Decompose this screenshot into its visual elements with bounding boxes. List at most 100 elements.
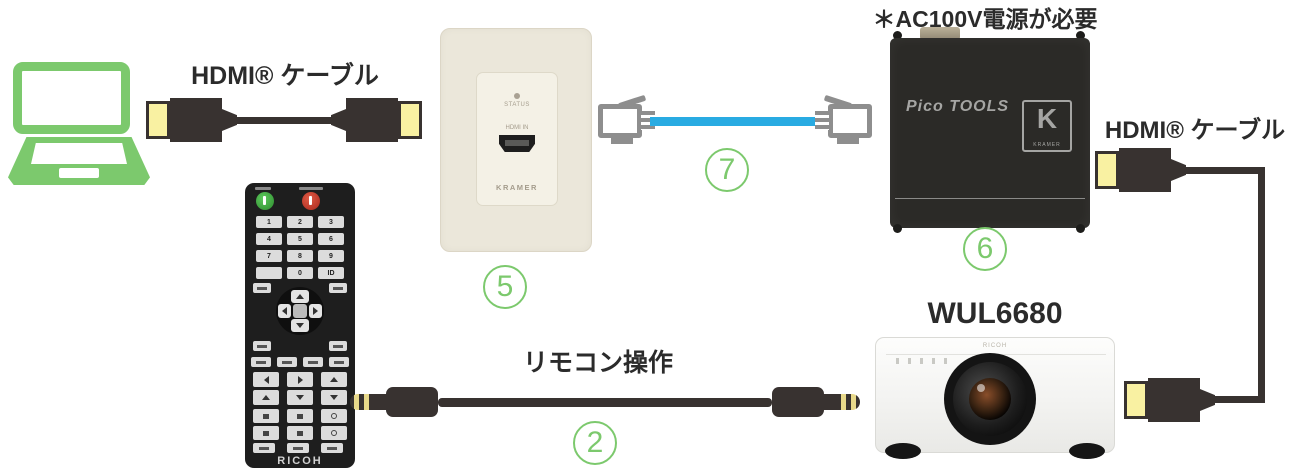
- hdmi-cable-line: [1208, 396, 1265, 403]
- status-label: STATUS: [504, 102, 530, 108]
- hdmi-plug-bottom-icon: [1124, 378, 1215, 422]
- screw-icon: [893, 31, 902, 40]
- kramer-logo-letter: K: [1036, 103, 1058, 134]
- step-badge-extender: 6: [963, 227, 1007, 271]
- remote-button: [321, 390, 347, 405]
- remote-key: 2: [287, 216, 313, 228]
- remote-button: [287, 443, 309, 453]
- laptop-trackpad: [59, 168, 99, 178]
- projector-device: RICOH: [875, 337, 1115, 461]
- remote-label-mark: [299, 187, 323, 190]
- standby-button: [302, 192, 320, 210]
- hdmi-cable-right-label: HDMI® ケーブル: [1104, 117, 1286, 144]
- remote-button: [253, 341, 271, 351]
- foot-icon: [893, 224, 902, 233]
- projector-foot-icon: [1069, 443, 1105, 459]
- remote-button: [329, 341, 347, 351]
- remote-button: [253, 283, 271, 293]
- projector-brand: RICOH: [982, 343, 1008, 349]
- remote-key: ID: [318, 267, 344, 279]
- minijack-plug-icon: [350, 394, 386, 410]
- remote-label-mark: [255, 187, 271, 190]
- hdmi-cable-line: [1258, 167, 1265, 403]
- hdmi-cable-left-label: HDMI® ケーブル: [191, 62, 379, 90]
- hdmi-in-label: HDMI IN: [505, 125, 529, 131]
- remote-key: 0: [287, 267, 313, 279]
- arrow-left-button: [278, 304, 291, 318]
- remote-control-device: 1 2 3 4 5 6 7 8 9 0 ID: [245, 183, 355, 468]
- power-connector-icon: [920, 27, 960, 40]
- remote-key: 8: [287, 250, 313, 262]
- hdmi-cable-line: [237, 116, 331, 124]
- hdmi-plug-icon: [146, 98, 237, 142]
- step-badge-remote-cable: 2: [573, 421, 617, 465]
- remote-button: [321, 372, 347, 387]
- remote-button: [287, 426, 313, 440]
- ac-power-note: ＊AC100V電源が必要: [872, 6, 1098, 32]
- laptop-icon: [8, 55, 150, 190]
- laptop-keyboard: [31, 143, 127, 164]
- rj45-plug-icon: [814, 94, 872, 144]
- remote-button: [287, 409, 313, 423]
- remote-brand: RICOH: [277, 455, 323, 467]
- remote-button: [287, 372, 313, 387]
- kramer-logo-icon: K KRAMER: [1022, 100, 1072, 152]
- remote-key: 1: [256, 216, 282, 228]
- rj45-plug-icon: [598, 94, 656, 144]
- remote-key: 9: [318, 250, 344, 262]
- panel-divider: [895, 198, 1085, 199]
- laptop-screen: [13, 62, 130, 134]
- kramer-logo-brand: KRAMER: [1033, 142, 1061, 148]
- remote-button: [303, 357, 323, 367]
- arrow-right-button: [309, 304, 322, 318]
- remote-operation-label: リモコン操作: [522, 349, 673, 377]
- remote-button: [287, 390, 313, 405]
- remote-button: [277, 357, 297, 367]
- wall-plate-panel: STATUS HDMI IN KRAMER: [476, 72, 558, 206]
- remote-button: [253, 426, 279, 440]
- hdmi-cable-left-icon: [146, 98, 422, 142]
- hdmi-port-icon: [499, 135, 535, 152]
- arrow-down-button: [291, 319, 309, 332]
- indicator-lights-icon: [896, 358, 956, 364]
- remote-key: 4: [256, 233, 282, 245]
- remote-key: 6: [318, 233, 344, 245]
- remote-key: 7: [256, 250, 282, 262]
- remote-button: [321, 443, 343, 453]
- remote-button: [253, 372, 279, 387]
- remote-key: [256, 267, 282, 279]
- remote-button: [251, 357, 271, 367]
- remote-button: [321, 409, 347, 423]
- remote-button: [329, 357, 349, 367]
- enter-button: [293, 304, 307, 318]
- hdmi-plug-icon: [331, 98, 422, 142]
- projector-foot-icon: [885, 443, 921, 459]
- arrow-up-button: [291, 290, 309, 303]
- step-badge-wall-plate: 5: [483, 265, 527, 309]
- projector-model-label: WUL6680: [927, 297, 1063, 330]
- minijack-plug-icon: [824, 394, 860, 410]
- remote-button: [253, 409, 279, 423]
- remote-cable-icon: [350, 384, 860, 420]
- remote-cable-line: [438, 397, 772, 407]
- status-led-icon: [514, 93, 520, 99]
- hdmi-plug-top-icon: [1095, 148, 1186, 192]
- remote-button: [253, 443, 275, 453]
- dpad-icon: [276, 287, 324, 335]
- lan-cable-line: [650, 117, 820, 126]
- remote-button: [253, 390, 279, 405]
- power-on-button: [256, 192, 274, 210]
- hdmi-extender-device: Pico TOOLS K KRAMER: [890, 38, 1090, 228]
- foot-icon: [1076, 224, 1085, 233]
- hdmi-wall-plate-device: STATUS HDMI IN KRAMER: [440, 28, 592, 252]
- hdmi-cable-line: [1183, 167, 1265, 174]
- remote-key: 5: [287, 233, 313, 245]
- remote-button: [321, 426, 347, 440]
- step-badge-lan-cable: 7: [705, 148, 749, 192]
- pico-tools-label: Pico TOOLS: [906, 98, 1010, 115]
- wall-plate-brand: KRAMER: [496, 183, 538, 192]
- projector-lens-icon: [944, 353, 1036, 445]
- remote-key: 3: [318, 216, 344, 228]
- remote-numpad: 1 2 3 4 5 6 7 8 9 0 ID: [256, 216, 344, 279]
